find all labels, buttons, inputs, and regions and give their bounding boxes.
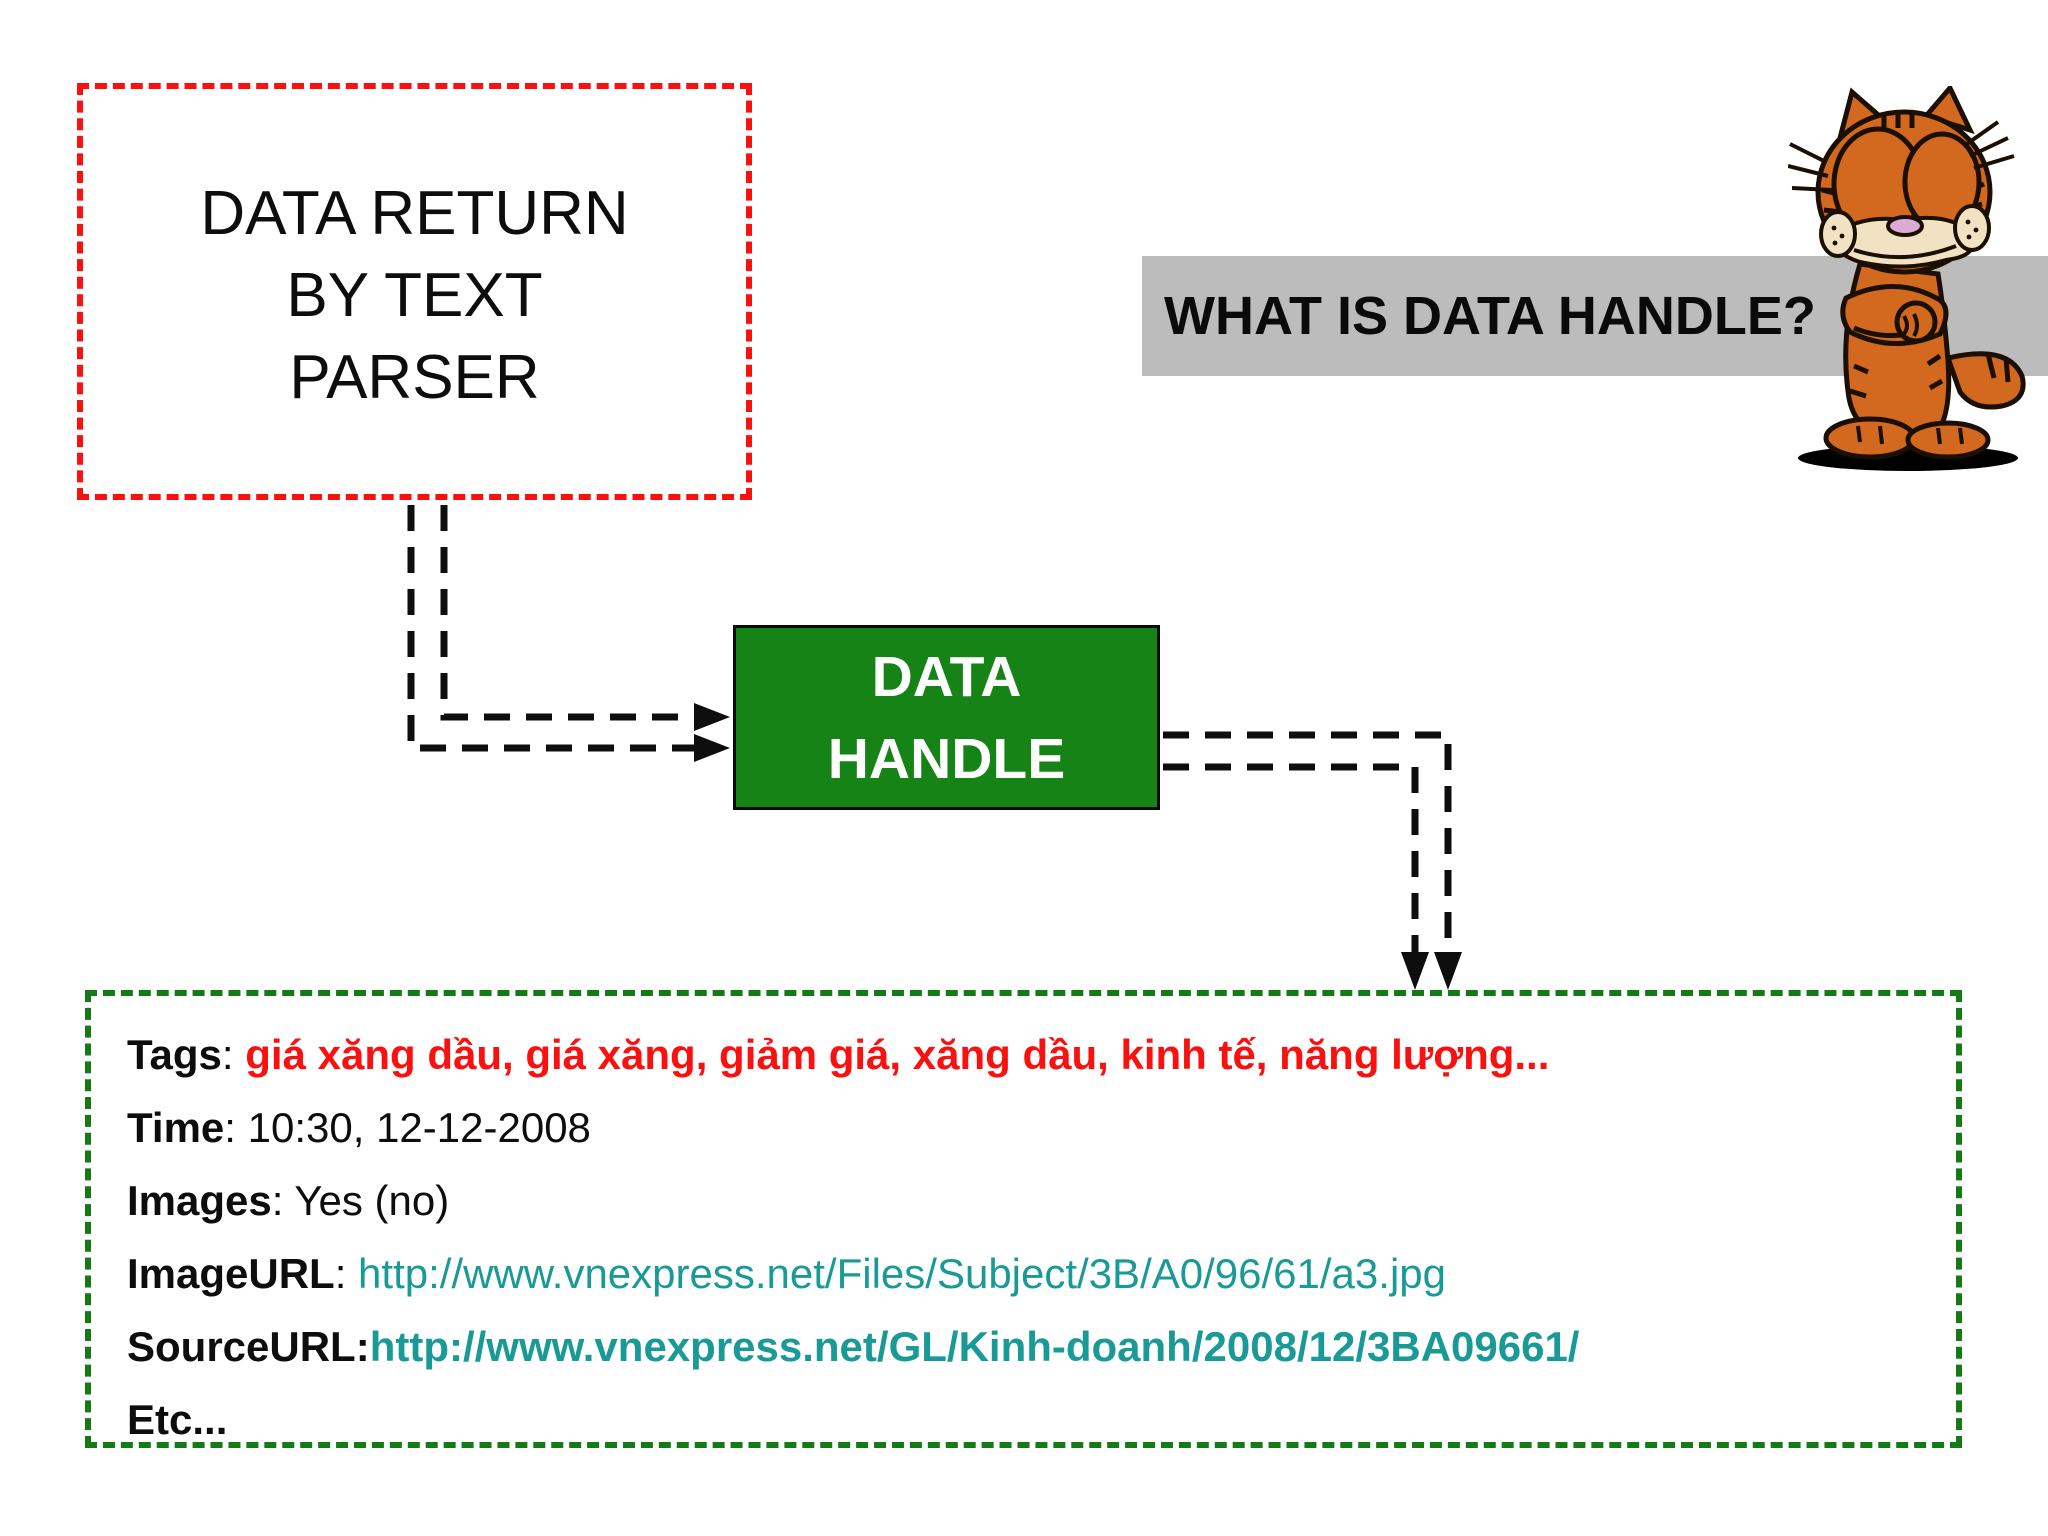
- garfield-whiskers-left: [1788, 142, 1833, 192]
- data-handle-line-1: DATA: [871, 644, 1022, 709]
- row-label: Time: [127, 1104, 225, 1151]
- arrowhead-down-1: [1434, 952, 1462, 990]
- garfield-whiskers-right: [1962, 120, 2015, 170]
- data-handle-box: DATA HANDLE: [733, 625, 1160, 810]
- metadata-row-etc: Etc...: [127, 1383, 1956, 1456]
- metadata-row-time: Time: 10:30, 12-12-2008: [127, 1091, 1956, 1164]
- row-separator: :: [221, 1031, 246, 1078]
- metadata-row-tags: Tags: giá xăng dầu, giá xăng, giảm giá, …: [127, 1018, 1956, 1091]
- arrow-handle-to-result-upper: [1163, 731, 1452, 952]
- garfield-image: [1788, 86, 2026, 471]
- data-handle-line-2: HANDLE: [827, 726, 1066, 791]
- metadata-row-sourceurl: SourceURL:http://www.vnexpress.net/GL/Ki…: [127, 1310, 1956, 1383]
- data-return-line-3: PARSER: [289, 343, 540, 412]
- arrowhead-right-1: [694, 734, 730, 762]
- image-url-link[interactable]: http://www.vnexpress.net/Files/Subject/3…: [358, 1250, 1446, 1297]
- images-value: Yes (no): [294, 1177, 450, 1224]
- garfield-foot-right: [1905, 420, 1991, 460]
- metadata-row-images: Images: Yes (no): [127, 1164, 1956, 1237]
- row-separator: :: [334, 1250, 359, 1297]
- metadata-row-imageurl: ImageURL: http://www.vnexpress.net/Files…: [127, 1237, 1956, 1310]
- arrowhead-right-2: [694, 703, 730, 731]
- question-banner-title: WHAT IS DATA HANDLE?: [1164, 286, 1816, 346]
- garfield-cheek-right: [1953, 204, 1991, 252]
- row-separator: :: [271, 1177, 295, 1224]
- tags-value: giá xăng dầu, giá xăng, giảm giá, xăng d…: [245, 1031, 1550, 1078]
- row-label: Images: [127, 1177, 272, 1224]
- row-label: ImageURL: [127, 1250, 335, 1297]
- time-value: 10:30, 12-12-2008: [247, 1104, 591, 1151]
- garfield-cheek-left: [1819, 210, 1857, 258]
- source-url-link[interactable]: http://www.vnexpress.net/GL/Kinh-doanh/2…: [369, 1323, 1580, 1370]
- data-return-line-2: BY TEXT: [286, 261, 543, 330]
- row-label: Etc...: [127, 1396, 228, 1443]
- arrow-parser-to-handle-inner: [440, 505, 694, 721]
- arrow-parser-to-handle-outer: [407, 505, 694, 752]
- row-label: SourceURL: [127, 1323, 356, 1370]
- parsed-result-box: Tags: giá xăng dầu, giá xăng, giảm giá, …: [85, 990, 1962, 1448]
- arrowhead-down-2: [1401, 952, 1429, 990]
- data-return-label: DATA RETURN BY TEXT PARSER: [83, 173, 746, 419]
- garfield-foot-left: [1823, 416, 1917, 460]
- garfield-tail: [1944, 351, 2026, 410]
- arrow-handle-to-result-lower: [1163, 763, 1419, 952]
- data-return-box: DATA RETURN BY TEXT PARSER: [77, 83, 752, 500]
- garfield-nose: [1886, 215, 1924, 237]
- row-separator: :: [355, 1323, 370, 1370]
- data-return-line-1: DATA RETURN: [200, 179, 629, 248]
- row-separator: :: [224, 1104, 248, 1151]
- row-label: Tags: [127, 1031, 222, 1078]
